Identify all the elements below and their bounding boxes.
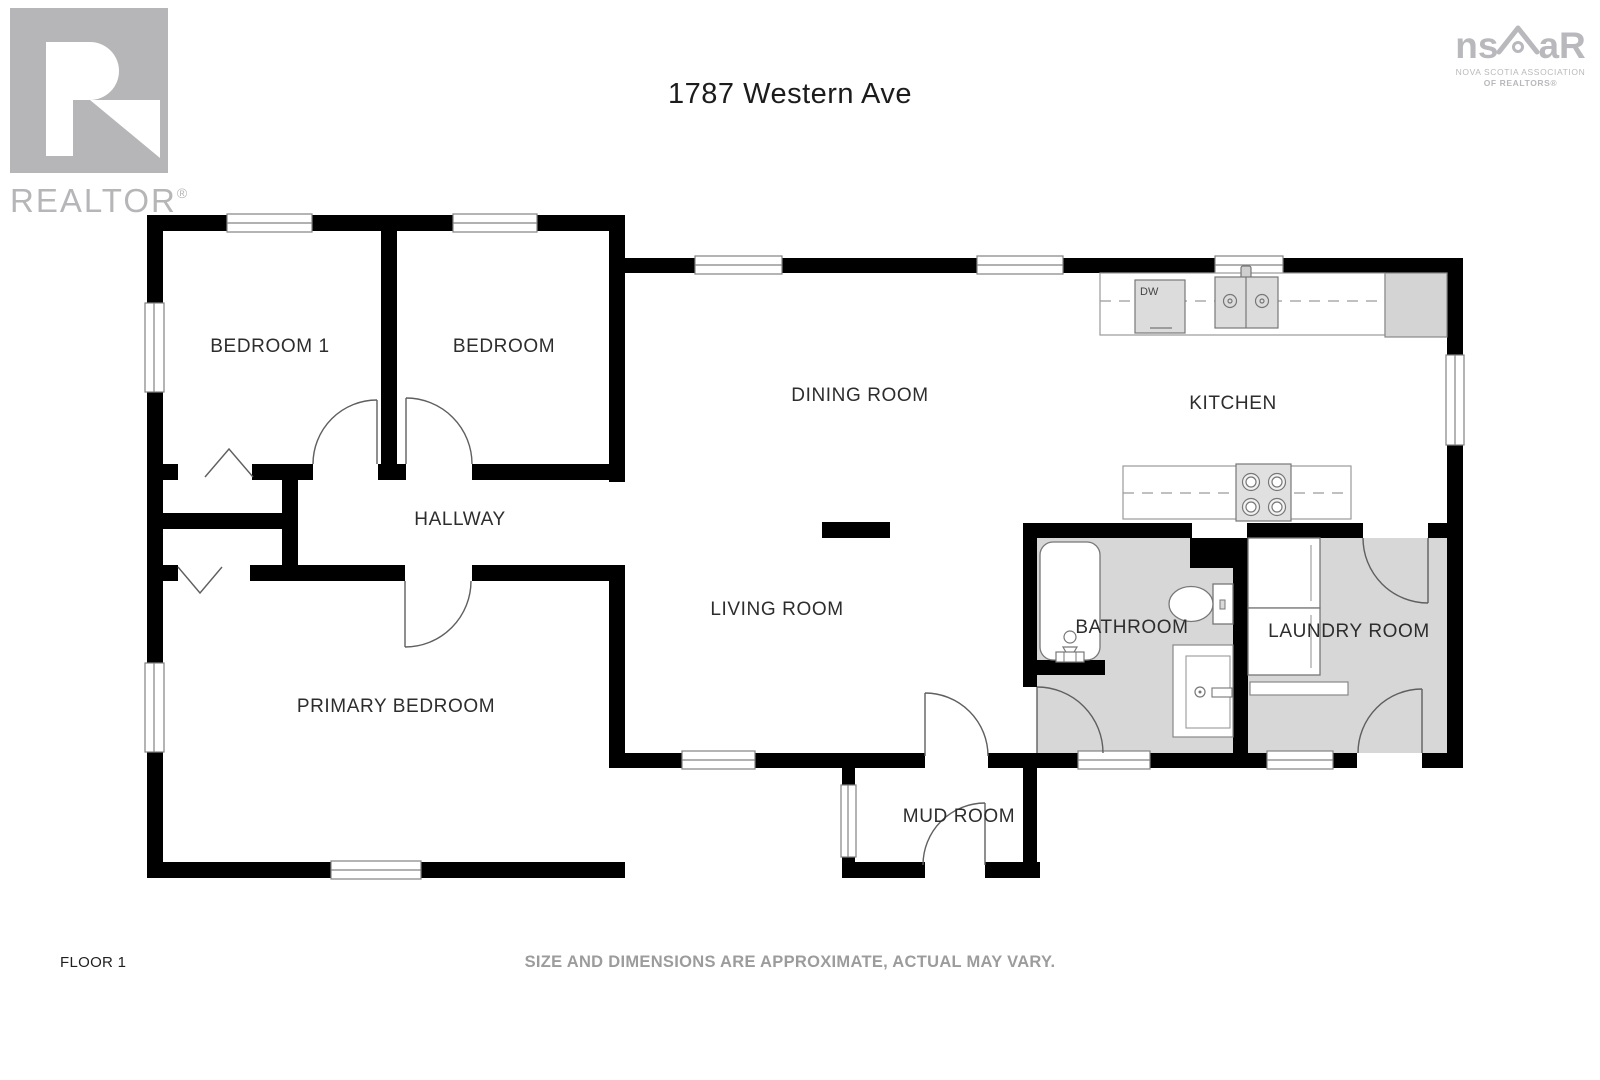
room-label-laundry-room: LAUNDRY ROOM: [1268, 621, 1430, 642]
house-roof-icon: [1496, 20, 1540, 64]
sink-vanity: [1172, 644, 1234, 738]
room-label-kitchen: KITCHEN: [1189, 393, 1277, 414]
kitchen-fixtures: DW: [1099, 265, 1448, 522]
room-label-bedroom1: BEDROOM 1: [210, 336, 330, 357]
room-label-bedroom: BEDROOM: [452, 336, 556, 357]
nsar-subtext: NOVA SCOTIA ASSOCIATION OF REALTORS®: [1455, 67, 1586, 89]
kitchen-sink: [1214, 265, 1279, 329]
dishwasher-label: DW: [1140, 286, 1159, 298]
toilet: [1168, 583, 1234, 625]
half-wall-stub: [822, 522, 890, 538]
window: [1077, 750, 1151, 770]
bifold-closet-door-primary: [177, 566, 223, 595]
door-laundry-from-kitchen: [1362, 537, 1429, 604]
door-laundry-exterior: [1357, 688, 1423, 754]
window: [144, 662, 165, 753]
door-mudroom-exterior: [922, 802, 986, 866]
floor-label: FLOOR 1: [60, 954, 127, 971]
windows: [144, 213, 1465, 880]
room-label-dining-room: DINING ROOM: [791, 385, 929, 406]
room-label-living-room: LIVING ROOM: [710, 599, 844, 620]
door-bedroom1: [312, 399, 378, 465]
dishwasher: DW: [1134, 279, 1186, 334]
dryer: [1247, 607, 1321, 676]
nsar-logo: ns aR NOVA SCOTIA ASSOCIATION OF REALTOR…: [1448, 20, 1593, 90]
stove: [1235, 463, 1292, 522]
room-label-bathroom: BATHROOM: [1075, 617, 1189, 638]
window: [1266, 750, 1334, 770]
window: [694, 255, 783, 275]
window: [681, 750, 756, 770]
window: [976, 255, 1064, 275]
bathroom-fixtures: [1039, 541, 1234, 738]
bifold-closet-door-bedroom1: [204, 447, 254, 478]
page-title: 1787 Western Ave: [668, 78, 912, 110]
door-primary-bedroom: [404, 580, 472, 648]
window: [1445, 354, 1465, 446]
bathtub: [1039, 541, 1101, 663]
window: [452, 213, 538, 233]
window: [330, 860, 422, 880]
window: [840, 784, 857, 858]
fridge: [1384, 272, 1448, 338]
laundry-shelf: [1249, 681, 1349, 696]
realtor-logo: REALTOR®: [10, 8, 200, 220]
laundry-fixtures: [1247, 537, 1349, 696]
room-label-primary-bedroom: PRIMARY BEDROOM: [296, 696, 496, 717]
door-living-to-mudroom: [924, 692, 989, 757]
door-bathroom: [1036, 686, 1104, 754]
nsar-wordmark: ns aR: [1448, 20, 1593, 64]
room-label-mud-room: MUD ROOM: [902, 806, 1016, 827]
doors: [177, 397, 1429, 866]
window: [144, 302, 165, 393]
washer: [1247, 537, 1321, 609]
door-bedroom: [405, 397, 473, 465]
room-label-hallway: HALLWAY: [414, 509, 506, 530]
window: [226, 213, 313, 233]
realtor-r-icon: [10, 8, 168, 173]
disclaimer-text: SIZE AND DIMENSIONS ARE APPROXIMATE, ACT…: [524, 953, 1056, 971]
realtor-wordmark: REALTOR®: [10, 182, 188, 219]
